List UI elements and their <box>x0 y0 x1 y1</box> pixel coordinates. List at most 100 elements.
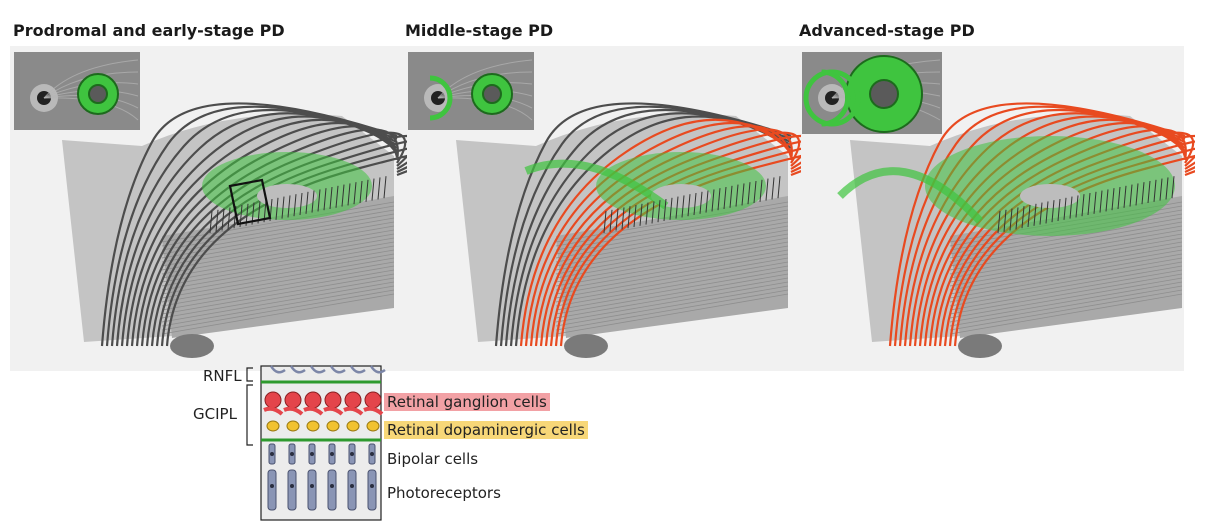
bipolar-nucleus <box>330 452 334 456</box>
ganglion-cell-process <box>335 185 339 208</box>
retina-panel-advanced <box>802 52 1195 358</box>
photoreceptor-nucleus <box>330 484 334 488</box>
ganglion-cell <box>304 391 322 409</box>
bipolar-nucleus <box>350 452 354 456</box>
ganglion-dendrite <box>363 406 384 416</box>
retina-layer-stripe <box>161 269 395 311</box>
ganglion-cell-process <box>1129 184 1133 207</box>
ganglion-cell-process <box>615 208 619 231</box>
ganglion-cell-process <box>1045 201 1049 224</box>
ganglion-dendrite <box>263 406 284 416</box>
retina-layer-stripe <box>555 221 789 263</box>
ganglion-cell-process <box>1057 198 1061 222</box>
rnfl-axon <box>289 365 306 374</box>
ganglion-cell-process <box>1141 182 1145 205</box>
ganglion-cell <box>344 391 362 409</box>
retina-layer-stripe <box>949 241 1183 283</box>
ganglion-cell <box>364 391 382 409</box>
ganglion-cell-process <box>639 203 643 226</box>
retina-layer-stripe <box>161 249 395 291</box>
ganglion-cell-process <box>699 191 703 214</box>
photoreceptor <box>287 469 297 511</box>
ganglion-cell <box>324 391 342 409</box>
stage-title-advanced: Advanced-stage PD <box>799 21 975 40</box>
retina-layer-stripe <box>161 201 395 243</box>
ganglion-cell-process <box>621 207 625 230</box>
retina-layer-stripe <box>161 285 395 327</box>
ganglion-cell-process <box>359 180 363 204</box>
ganglion-cell-process <box>1015 207 1019 230</box>
retina-layer-stripe <box>161 233 395 275</box>
ganglion-cell-process <box>1069 196 1073 219</box>
dopaminergic-cell <box>366 420 380 432</box>
rnfl-axon <box>349 365 366 374</box>
fundus-photo <box>14 52 140 130</box>
photoreceptor-nucleus <box>290 484 294 488</box>
nerve-fiber <box>494 102 792 347</box>
retina-layer-stripe <box>949 261 1183 303</box>
legend-bipolar-cells: Bipolar cells <box>387 450 479 468</box>
ganglion-cell-process <box>341 184 345 207</box>
ganglion-cell-process <box>1003 209 1007 232</box>
ganglion-cell-process <box>1093 191 1097 214</box>
retina-layer-stripe <box>949 257 1183 299</box>
legend-dopaminergic-cells: Retinal dopaminergic cells <box>384 421 588 439</box>
ganglion-cell-row <box>603 176 781 234</box>
retina-layer-stripe <box>949 229 1183 271</box>
retina-layer-stripe <box>949 217 1183 259</box>
ganglion-cell <box>264 391 282 409</box>
ganglion-cell-process <box>717 188 721 211</box>
retina-layer-stripe <box>555 233 789 275</box>
dopaminergic-cell <box>346 420 360 432</box>
retina-layer-stripe <box>161 241 395 283</box>
retina-layer-stripe <box>555 217 789 259</box>
retina-layer-stripe <box>555 261 789 303</box>
label-gcipl: GCIPL <box>193 405 237 423</box>
retina-layer-stripe <box>949 285 1183 327</box>
retina-layer-stripe <box>555 277 789 319</box>
nerve-fiber-bundle <box>100 102 407 347</box>
retina-layer-stripe <box>555 257 789 299</box>
retina-layer-stripe <box>161 209 395 251</box>
bipolar-nucleus <box>270 452 274 456</box>
retina-layer-stripe <box>161 237 395 279</box>
ganglion-cell-process <box>603 210 607 234</box>
legend-photoreceptors: Photoreceptors <box>387 484 501 502</box>
ganglion-cell-process <box>1111 188 1115 211</box>
retina-cross-section <box>162 196 394 338</box>
ganglion-cell-process <box>759 179 763 202</box>
retina-layer-stripe <box>949 273 1183 315</box>
ganglion-cell-process <box>377 177 381 200</box>
ganglion-cell-process <box>771 177 775 200</box>
layer-bracket-rnfl <box>246 367 253 382</box>
ganglion-cell-process <box>1123 185 1127 208</box>
ganglion-cell-process <box>1105 189 1109 212</box>
optic-nerve-stump <box>170 334 214 358</box>
ganglion-cell-process <box>651 201 655 224</box>
ganglion-cell-process <box>705 190 709 213</box>
optic-nerve-stump <box>564 334 608 358</box>
ganglion-cell-process <box>747 182 751 205</box>
ganglion-cell-process <box>1117 186 1121 210</box>
ganglion-cell-process <box>675 196 679 219</box>
ganglion-cell-process <box>1051 200 1055 223</box>
retina-layer-stripe <box>555 209 789 251</box>
ganglion-cell-process <box>281 196 285 219</box>
dopaminergic-cell <box>306 420 320 432</box>
retina-layer-stripe <box>161 217 395 259</box>
ganglion-cell-process <box>627 206 631 229</box>
ganglion-cell-process <box>711 189 715 212</box>
bipolar-nucleus <box>310 452 314 456</box>
foveal-pit <box>1020 184 1080 208</box>
layer-bracket-gcipl <box>246 384 253 446</box>
ganglion-cell-process <box>293 194 297 217</box>
retina-panel-prodromal <box>14 52 407 358</box>
fundus-vessel <box>437 59 533 99</box>
photoreceptor <box>347 469 357 511</box>
ganglion-cell-process <box>311 190 315 213</box>
retina-layer-stripe <box>555 249 789 291</box>
retina-layer-stripe <box>949 277 1183 319</box>
ganglion-cell-process <box>371 178 375 201</box>
retina-layer-stripe <box>161 277 395 319</box>
ganglion-cell-process <box>609 209 613 232</box>
